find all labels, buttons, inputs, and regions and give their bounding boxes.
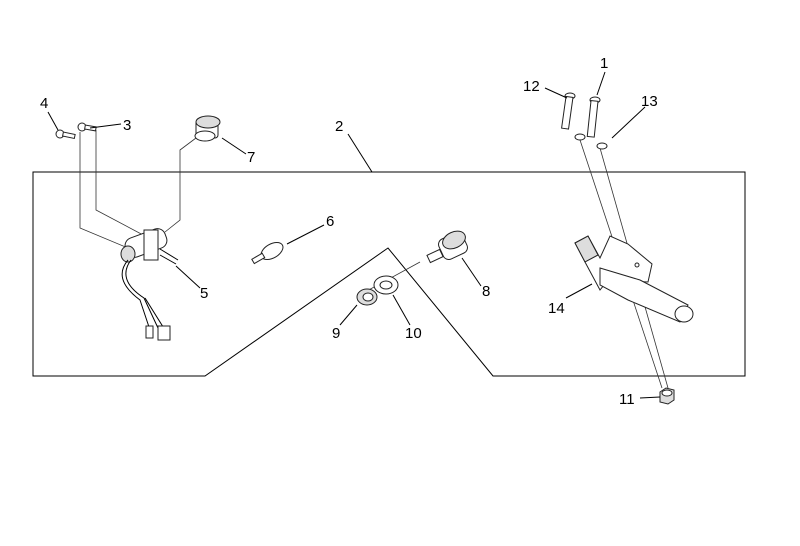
part-4-screw — [55, 129, 76, 140]
callout-2: 2 — [335, 118, 343, 135]
part-11-nut — [659, 387, 675, 405]
callout-13: 13 — [641, 93, 658, 110]
callout-14: 14 — [548, 300, 565, 317]
part-6-key — [251, 241, 284, 265]
part-3-screw — [77, 122, 97, 132]
part-14-bracket — [574, 235, 694, 323]
part-7-bushing — [194, 115, 221, 142]
part-1-bolt — [586, 96, 601, 138]
callout-11: 11 — [619, 391, 635, 408]
leader-lines — [47, 71, 661, 399]
callout-10: 10 — [405, 325, 422, 342]
part-8-lock-cylinder — [426, 230, 468, 264]
callout-8: 8 — [482, 283, 490, 300]
part-9-ring-nut — [356, 288, 378, 306]
part-12-bolt — [561, 92, 586, 141]
part-5-ignition-switch — [120, 228, 179, 341]
part-10-washer — [373, 275, 399, 295]
callout-7: 7 — [247, 149, 255, 166]
callout-12: 12 — [523, 78, 540, 95]
assembly-panel-outline — [32, 171, 746, 377]
callout-3: 3 — [123, 117, 131, 134]
callout-5: 5 — [200, 285, 208, 302]
callout-1: 1 — [600, 55, 608, 72]
callout-6: 6 — [326, 213, 334, 230]
callout-9: 9 — [332, 325, 340, 342]
part-13-washer — [596, 142, 608, 150]
assembly-guide-lines — [79, 130, 669, 389]
callout-4: 4 — [40, 95, 48, 112]
